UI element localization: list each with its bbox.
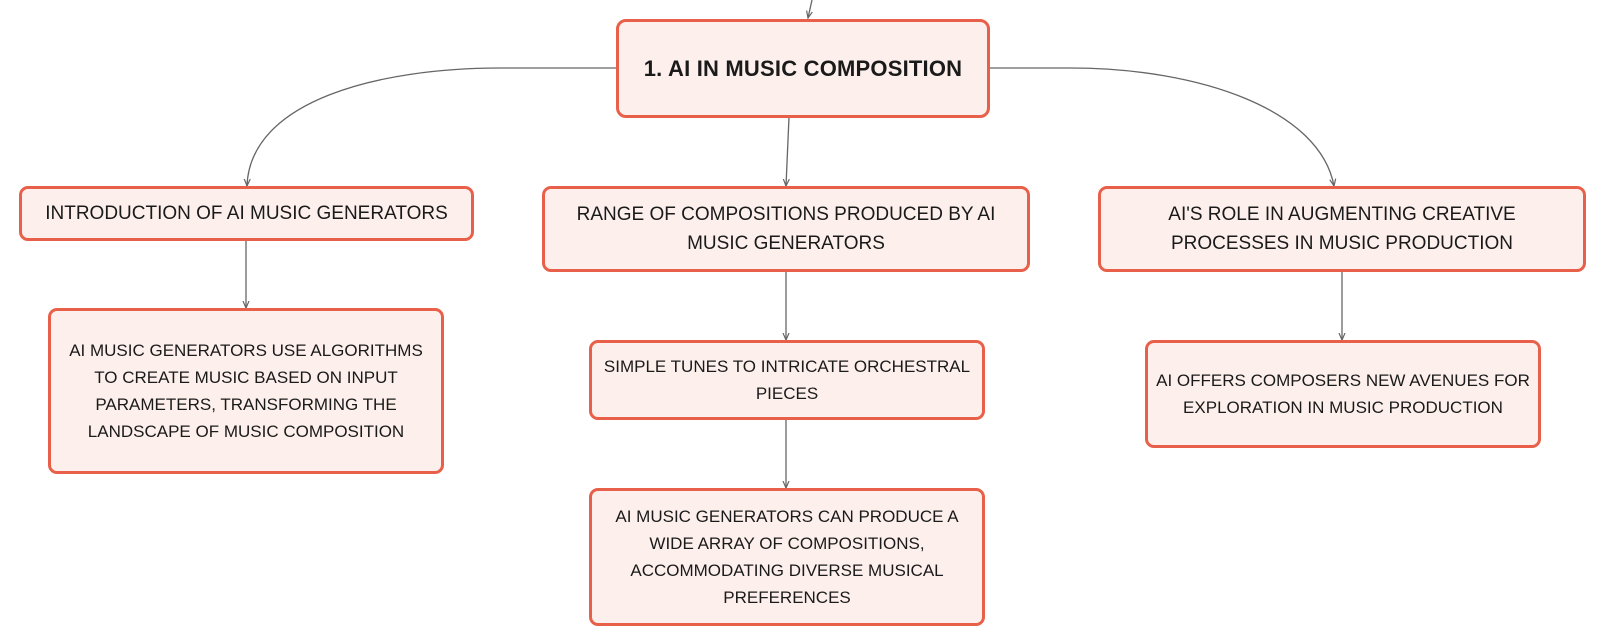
leaf-node-label: SIMPLE TUNES TO INTRICATE ORCHESTRAL PIE…: [603, 357, 971, 403]
branch-node-introduction[interactable]: INTRODUCTION OF AI MUSIC GENERATORS: [19, 186, 474, 241]
leaf-node-label: AI MUSIC GENERATORS CAN PRODUCE A WIDE A…: [615, 507, 959, 607]
root-node-label: 1. AI IN MUSIC COMPOSITION: [643, 55, 963, 81]
leaf-node-label: AI OFFERS COMPOSERS NEW AVENUES FOR EXPL…: [1156, 371, 1530, 417]
connector-root-to-branch-1: [247, 67, 616, 186]
leaf-node-wide-array[interactable]: AI MUSIC GENERATORS CAN PRODUCE A WIDE A…: [589, 488, 985, 626]
leaf-node-simple-tunes[interactable]: SIMPLE TUNES TO INTRICATE ORCHESTRAL PIE…: [589, 340, 985, 420]
connector-root-to-branch-2: [786, 116, 789, 186]
connector-incoming-root: [808, 0, 812, 18]
leaf-node-algorithms[interactable]: AI MUSIC GENERATORS USE ALGORITHMS TO CR…: [48, 308, 444, 474]
branch-node-label: AI'S ROLE IN AUGMENTING CREATIVE PROCESS…: [1168, 204, 1516, 254]
branch-node-label: INTRODUCTION OF AI MUSIC GENERATORS: [45, 203, 448, 224]
root-node[interactable]: 1. AI IN MUSIC COMPOSITION: [616, 19, 990, 118]
branch-node-label: RANGE OF COMPOSITIONS PRODUCED BY AI MUS…: [576, 204, 996, 254]
branch-node-range-of-compositions[interactable]: RANGE OF COMPOSITIONS PRODUCED BY AI MUS…: [542, 186, 1030, 272]
branch-node-creative-role[interactable]: AI'S ROLE IN AUGMENTING CREATIVE PROCESS…: [1098, 186, 1586, 272]
leaf-node-label: AI MUSIC GENERATORS USE ALGORITHMS TO CR…: [69, 341, 423, 441]
connector-root-to-branch-3: [989, 67, 1334, 186]
leaf-node-new-avenues[interactable]: AI OFFERS COMPOSERS NEW AVENUES FOR EXPL…: [1145, 340, 1541, 448]
